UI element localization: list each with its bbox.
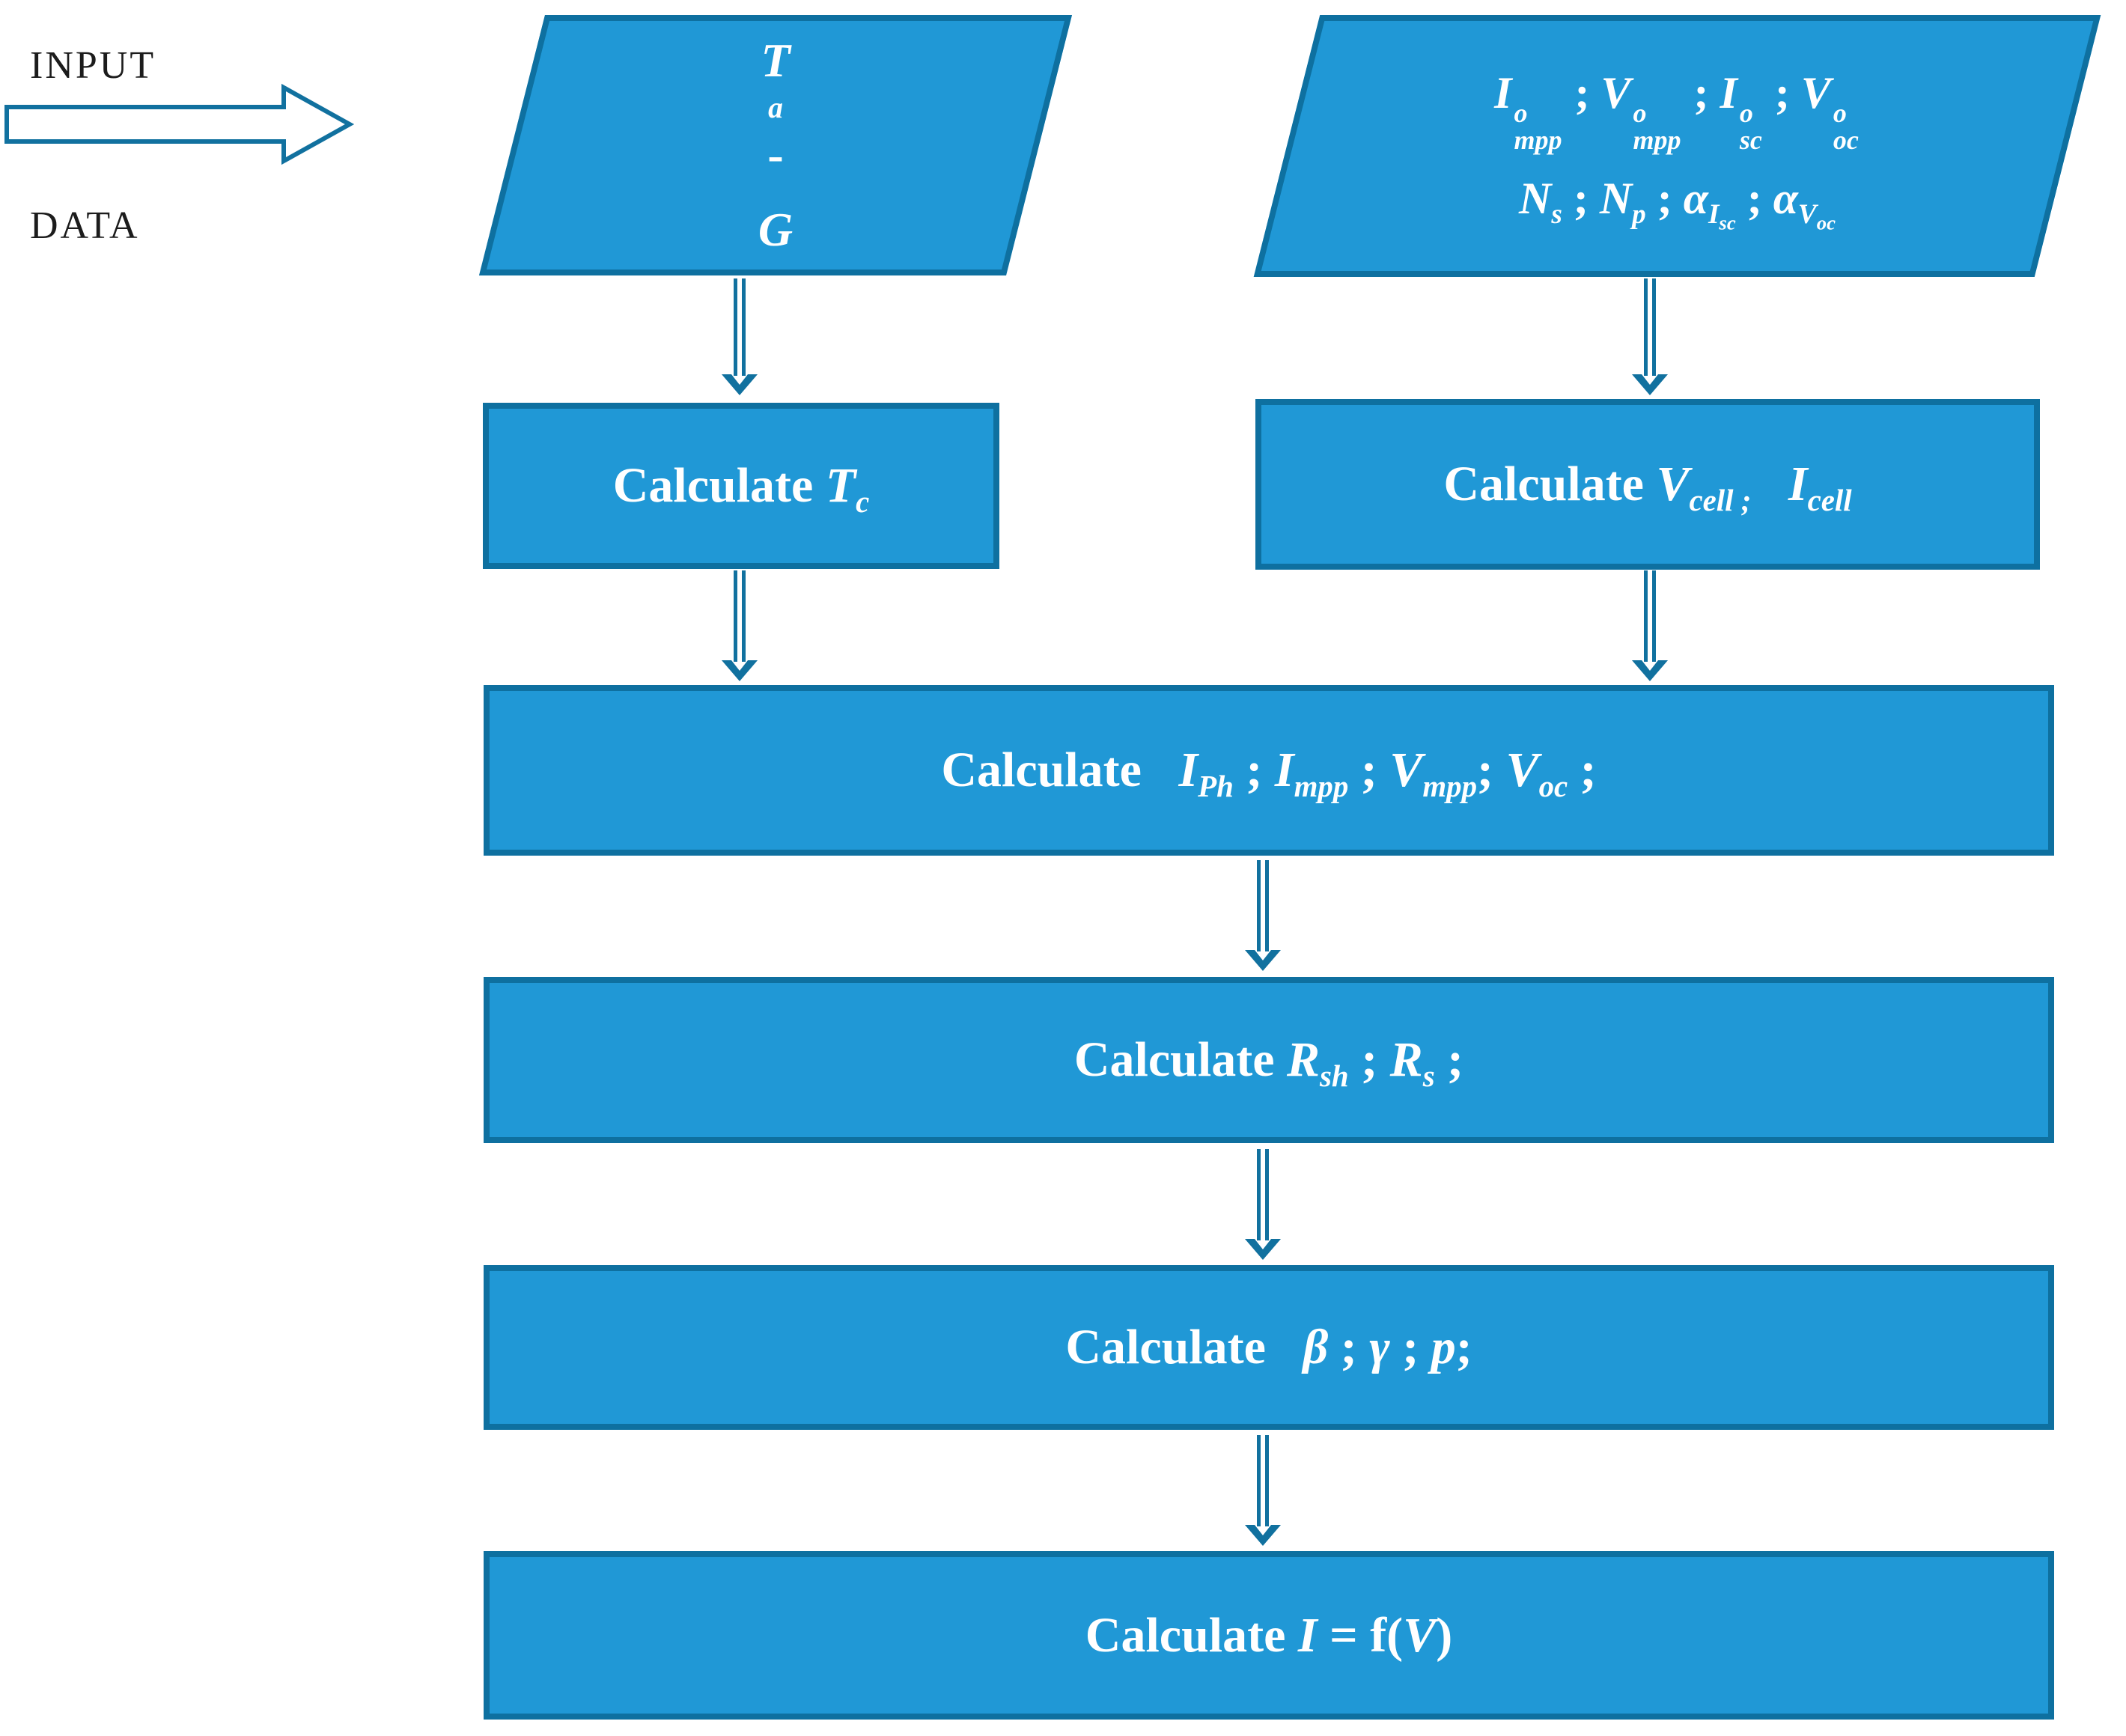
box-calculate-i-fv-text: Calculate I = f(V) (1085, 1607, 1453, 1663)
flow-arrow-tc-to-iph (722, 570, 758, 681)
flow-arrow-params-to-vcell (1632, 278, 1668, 395)
box-calculate-beta-gamma-p: Calculate β ; γ ; p; (484, 1265, 2054, 1430)
box-calculate-beta-text: Calculate β ; γ ; p; (1065, 1320, 1472, 1374)
box-calculate-rsh-rs: Calculate Rsh ; Rs ; (484, 977, 2054, 1143)
box-calculate-rsh-rs-text: Calculate Rsh ; Rs ; (1073, 1032, 1464, 1094)
flow-arrow-tag-to-tc (722, 278, 758, 395)
flow-arrow-rsh-to-beta (1245, 1149, 1281, 1260)
flow-arrow-vcell-to-iph (1632, 570, 1668, 681)
flow-arrow-iph-to-rsh (1245, 860, 1281, 971)
data-label: DATA (30, 204, 140, 247)
box-calculate-vcell-icell: Calculate Vcell ; Icell (1255, 399, 2040, 570)
box-calculate-iph-impp-vmpp-voc: Calculate IPh ; Impp ; Vmpp; Voc ; (484, 685, 2054, 856)
box-calculate-vcell-icell-text: Calculate Vcell ; Icell (1443, 457, 1852, 518)
box-calculate-tc: Calculate Tc (483, 403, 999, 569)
flow-arrow-beta-to-ifv (1245, 1435, 1281, 1546)
module-params-line2: Ns ; Np ; αIsc ; αVoc (1519, 174, 1836, 234)
box-calculate-i-fv: Calculate I = f(V) (484, 1551, 2054, 1720)
input-arrow-icon (4, 83, 355, 165)
box-calculate-tc-text: Calculate Tc (612, 458, 870, 520)
input-label: INPUT (30, 44, 156, 87)
box-calculate-iph-text: Calculate IPh ; Impp ; Vmpp; Voc ; (941, 743, 1597, 804)
